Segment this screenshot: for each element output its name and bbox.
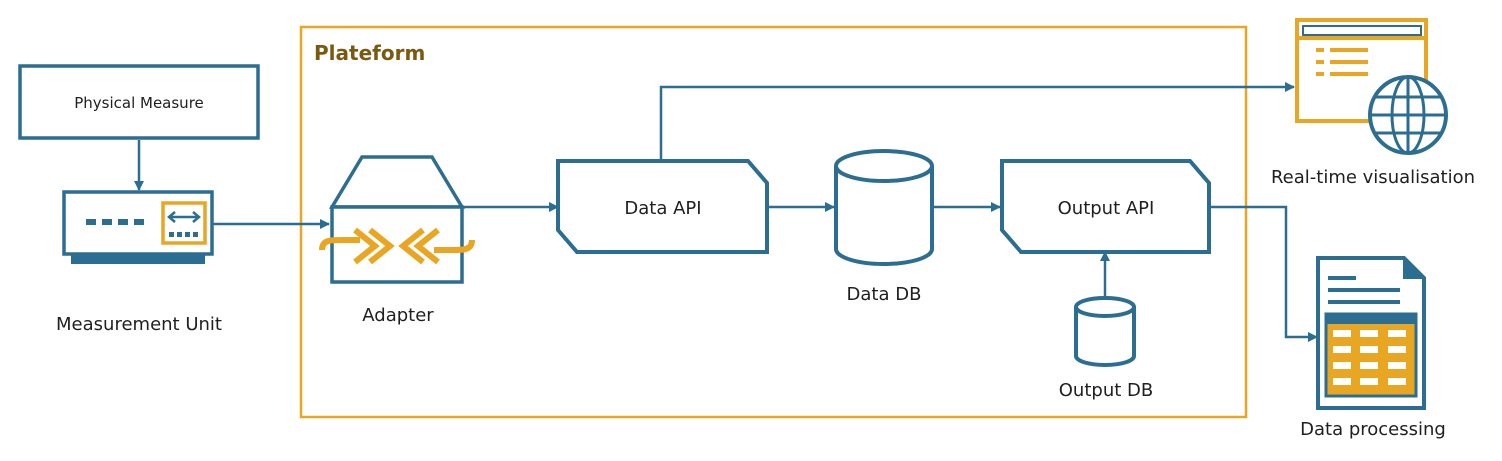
adapter-label: Adapter bbox=[362, 305, 434, 326]
arrow-data-api-to-realtime bbox=[659, 82, 1295, 160]
data-api-label: Data API bbox=[624, 198, 701, 219]
data-api-node: Data API bbox=[556, 159, 769, 254]
database-icon bbox=[834, 149, 934, 266]
database-icon bbox=[1074, 296, 1136, 367]
arrow-output-api-to-processing bbox=[1211, 205, 1318, 342]
spreadsheet-document-icon bbox=[1316, 256, 1426, 410]
output-db-label: Output DB bbox=[1059, 380, 1153, 401]
physical-measure-label: Physical Measure bbox=[74, 94, 204, 112]
output-api-label: Output API bbox=[1058, 198, 1155, 219]
output-api-node: Output API bbox=[1000, 159, 1211, 254]
globe-icon bbox=[1368, 75, 1448, 155]
physical-measure-node: Physical Measure bbox=[18, 64, 260, 140]
platform-title: Plateform bbox=[314, 41, 425, 65]
data-db-label: Data DB bbox=[847, 284, 922, 305]
connectors bbox=[134, 82, 1318, 342]
realtime-label: Real-time visualisation bbox=[1271, 167, 1475, 188]
adapter-icon bbox=[319, 155, 475, 284]
platform-container: Plateform bbox=[299, 25, 1248, 419]
measurement-unit-label: Measurement Unit bbox=[56, 314, 222, 335]
web-dashboard-icon bbox=[1295, 18, 1448, 155]
network-switch-icon bbox=[62, 190, 214, 264]
data-processing-label: Data processing bbox=[1300, 419, 1446, 440]
